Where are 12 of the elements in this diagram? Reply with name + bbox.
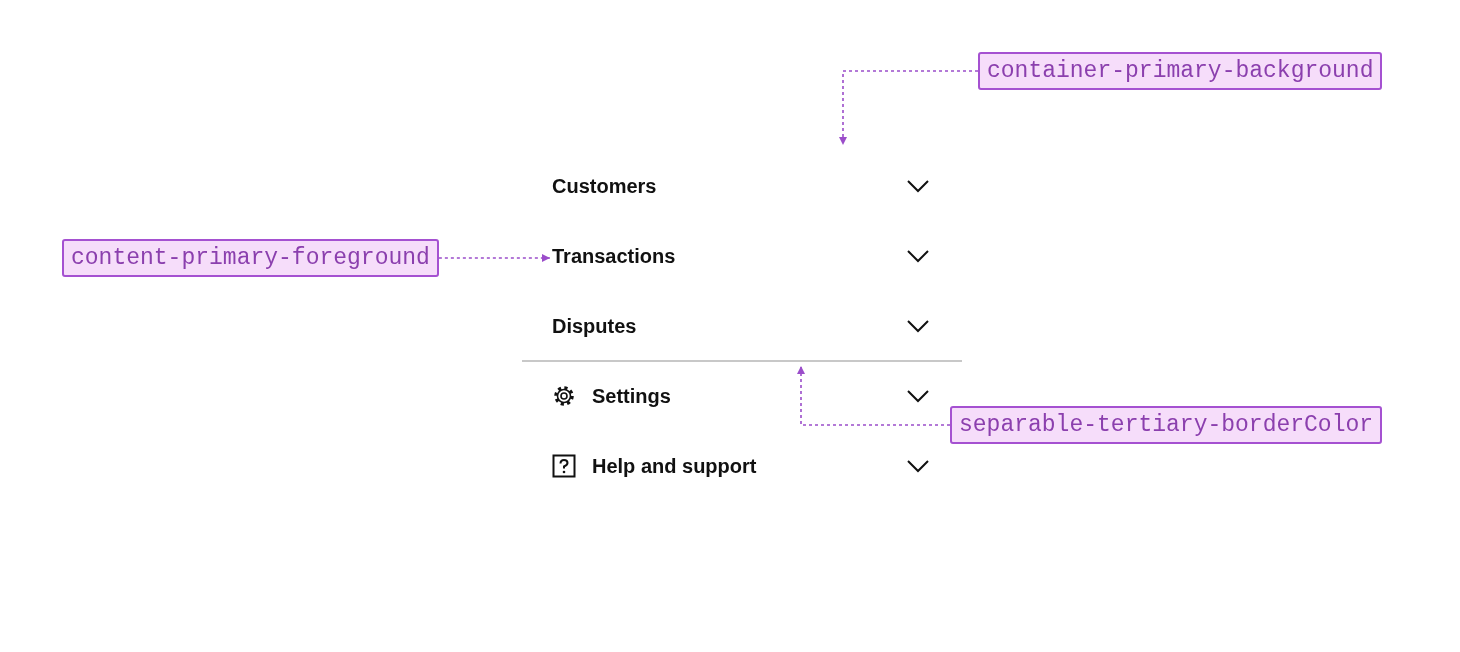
token-label: content-primary-foreground [62,239,439,277]
menu-item-label: Help and support [592,454,757,478]
token-label: separable-tertiary-borderColor [950,406,1383,444]
menu-item-label: Transactions [552,244,676,268]
menu-item-label: Disputes [552,314,637,338]
token-label: container-primary-background [978,52,1383,90]
leader-arrow [438,254,551,262]
divider-line [522,360,962,362]
menu-item-label: Customers [552,174,657,198]
leader-arrow [797,365,951,426]
leader-arrow [839,70,979,146]
menu-item-label: Settings [592,384,671,408]
